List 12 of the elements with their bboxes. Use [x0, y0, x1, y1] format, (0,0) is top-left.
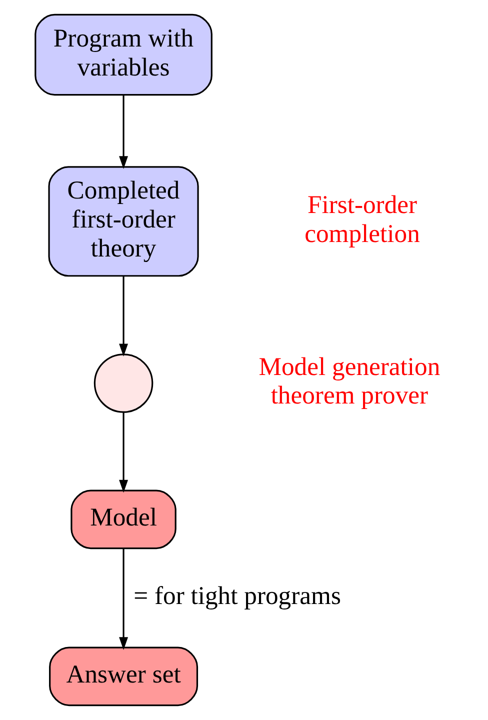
edge-label: = for tight programs — [133, 581, 340, 610]
arrow — [118, 548, 128, 650]
node-box: Completed first-order theory — [48, 166, 198, 277]
arrow — [118, 412, 128, 493]
node-circle — [93, 354, 153, 413]
node-box: Program with variables — [34, 14, 212, 96]
arrow — [118, 276, 128, 357]
arrow — [118, 95, 128, 169]
node-box: Model — [70, 490, 176, 550]
label: Model generation theorem prover — [258, 352, 440, 410]
label: First-order completion — [304, 190, 420, 248]
node-box: Answer set — [48, 646, 198, 706]
